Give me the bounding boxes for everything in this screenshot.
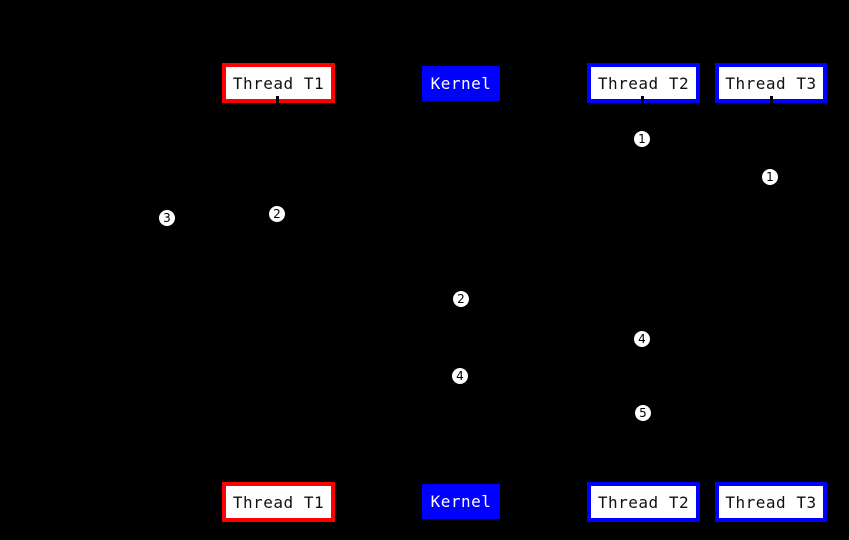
- participant-label: Kernel: [430, 74, 492, 93]
- step-marker-1-thread-t2: 1: [633, 130, 651, 148]
- step-marker-4-kernel: 4: [451, 367, 469, 385]
- participant-label: Thread T3: [725, 492, 817, 512]
- participant-label: Thread T3: [725, 73, 817, 93]
- step-marker-5-thread-t2: 5: [634, 404, 652, 422]
- step-marker-2-thread-t1: 2: [268, 205, 286, 223]
- step-marker-1-thread-t3: 1: [761, 168, 779, 186]
- participant-box-thread-t1-bottom: Thread T1: [222, 482, 335, 522]
- participant-box-kernel-top: Kernel: [422, 66, 500, 101]
- participant-label: Thread T1: [232, 492, 325, 512]
- participant-box-kernel-bottom: Kernel: [422, 484, 500, 519]
- participant-box-thread-t3-bottom: Thread T3: [715, 482, 827, 522]
- lifeline-notch-t1-top: [276, 96, 279, 104]
- step-marker-3-left: 3: [158, 209, 176, 227]
- participant-label: Kernel: [430, 492, 492, 511]
- lifeline-notch-t2-top: [641, 96, 644, 104]
- participant-label: Thread T2: [597, 492, 690, 512]
- step-marker-2-kernel: 2: [452, 290, 470, 308]
- step-marker-4-thread-t2: 4: [633, 330, 651, 348]
- participant-label: Thread T1: [232, 73, 325, 93]
- participant-box-thread-t2-bottom: Thread T2: [587, 482, 700, 522]
- participant-label: Thread T2: [597, 73, 690, 93]
- lifeline-notch-t3-top: [770, 96, 773, 104]
